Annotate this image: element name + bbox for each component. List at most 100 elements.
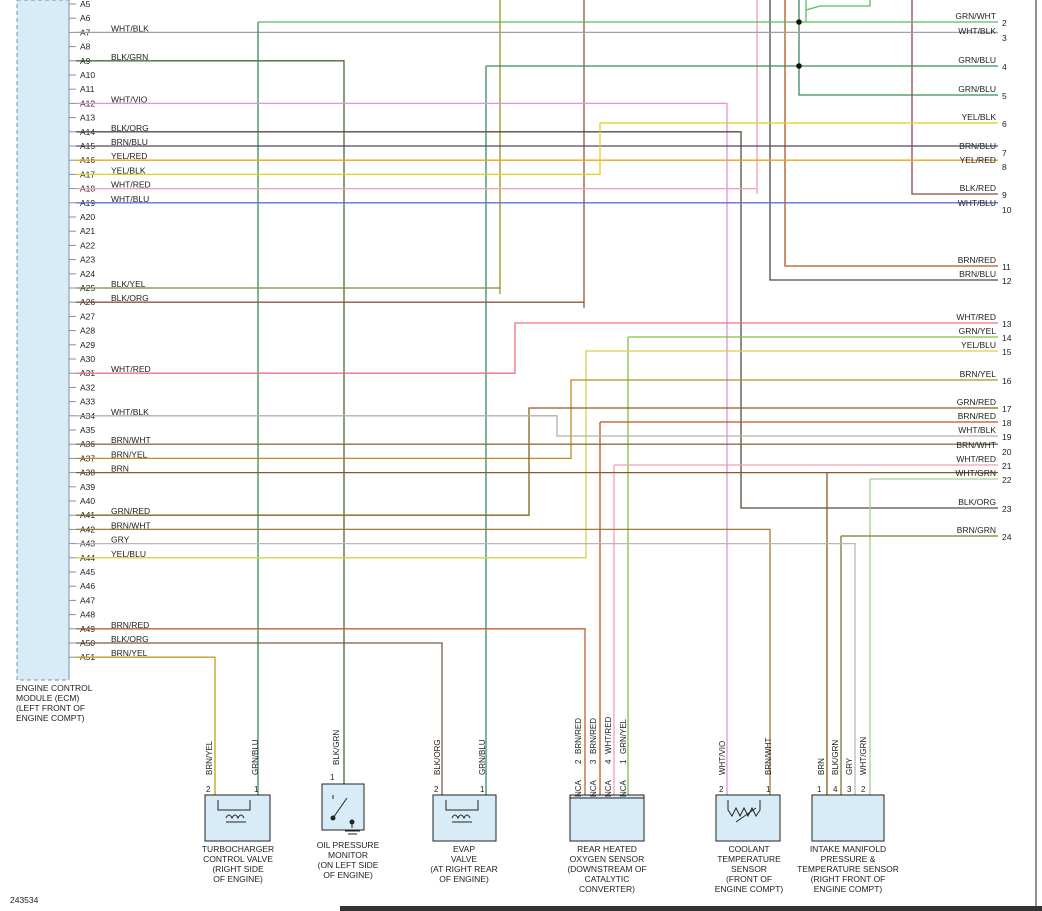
right-terminal-number: 3: [1002, 33, 1007, 43]
ecm-pin-number: A48: [80, 610, 95, 620]
ecm-pin-number: A5: [80, 0, 91, 9]
coolant-caption-5: ENGINE COMPT): [715, 884, 784, 894]
right-terminal-number: 16: [1002, 376, 1012, 386]
wire-a43-gry: [76, 542, 856, 795]
ecm-pin-wire-label: WHT/RED: [111, 180, 151, 190]
o2-sensor-box: [569, 794, 645, 842]
evap-caption-2: VALVE: [451, 854, 477, 864]
right-terminal-number: 12: [1002, 276, 1012, 286]
map-wire-label-3: GRY: [845, 757, 854, 775]
right-terminal-number: 21: [1002, 461, 1012, 471]
wire-a50-blk-org: [76, 642, 443, 795]
right-terminal-wire-label: WHT/BLK: [958, 26, 996, 36]
right-terminal-wire-label: BRN/BLU: [959, 269, 996, 279]
splice-dot: [796, 63, 802, 69]
right-terminal-wire-label: WHT/BLU: [958, 198, 996, 208]
ecm-pin-number: A35: [80, 425, 95, 435]
turbo-caption-1: TURBOCHARGER: [202, 844, 274, 854]
map-wire-label-2: WHT/GRN: [859, 737, 868, 775]
ecm-pin-number: A46: [80, 581, 95, 591]
right-terminal-wire-label: YEL/BLU: [961, 340, 996, 350]
o2-wire-label-1: GRN/YEL: [619, 718, 628, 754]
wire-a42-brn-wht: [76, 528, 771, 795]
right-terminal-number: 14: [1002, 333, 1012, 343]
o2-caption-2: OXYGEN SENSOR: [570, 854, 645, 864]
ecm-caption-line-2: MODULE (ECM): [16, 693, 79, 703]
right-terminal-wire-label: WHT/GRN: [955, 468, 996, 478]
map-caption-5: ENGINE COMPT): [814, 884, 883, 894]
turbo-pin-1: 1: [254, 785, 259, 794]
ecm-pin-wire-label: WHT/BLK: [111, 23, 149, 33]
turbo-caption-2: CONTROL VALVE: [203, 854, 273, 864]
right-terminal-number: 19: [1002, 432, 1012, 442]
right-terminal-number: 11: [1002, 262, 1011, 272]
splice-dot: [796, 19, 802, 25]
o2-caption-1: REAR HEATED: [577, 844, 637, 854]
right-terminal-list: 2GRN/WHT3WHT/BLK4GRN/BLU5GRN/BLU6YEL/BLK…: [955, 11, 1011, 542]
right-terminal-wire-label: BRN/GRN: [957, 525, 996, 535]
wire-a49-brn-red: [76, 628, 586, 795]
coolant-caption-3: SENSOR: [731, 864, 767, 874]
right-terminal-wire-label: BRN/RED: [958, 255, 996, 265]
evap-valve: 2 1 BLK/ORG GRN/BLU EVAP VALVE (AT RIGHT…: [430, 739, 498, 884]
right-terminal-number: 7: [1002, 148, 1007, 158]
map-caption-1: INTAKE MANIFOLD: [810, 844, 886, 854]
oil-caption-3: (ON LEFT SIDE: [318, 860, 379, 870]
oil-caption-2: MONITOR: [328, 850, 368, 860]
rear-heated-oxygen-sensor: NCA NCA NCA NCA 2 3 4 1 BRN/RED BRN/RED …: [567, 716, 646, 894]
ecm-pin-wire-label: BRN/YEL: [111, 648, 148, 658]
wire-a37-brn-yel: [76, 379, 998, 460]
wire-grn-blu-5: [798, 0, 998, 96]
ecm-pin-wire-label: YEL/RED: [111, 151, 147, 161]
ecm-caption-line-3: (LEFT FRONT OF: [16, 703, 85, 713]
right-terminal-wire-label: BLK/ORG: [958, 497, 996, 507]
right-terminal-wire-label: YEL/BLK: [962, 112, 997, 122]
bottom-rule: [340, 906, 1042, 911]
oil-pressure-monitor: 1 BLK/GRN OIL PRESSURE MONITOR (ON LEFT …: [317, 730, 380, 880]
solenoid-coil-icon: [445, 800, 479, 820]
ecm-pin-wire-label: WHT/BLK: [111, 407, 149, 417]
o2-pin-1: 1: [619, 759, 628, 764]
turbocharger-control-valve: 2 1 BRN/YEL GRN/BLU TURBOCHARGER CONTROL…: [202, 739, 274, 884]
ecm-pin-number: A29: [80, 340, 95, 350]
o2-nca-1: NCA: [574, 779, 583, 797]
right-terminal-wire-label: GRN/YEL: [959, 326, 997, 336]
right-terminal-number: 4: [1002, 62, 1007, 72]
evap-caption-1: EVAP: [453, 844, 475, 854]
ecm-pin-wire-label: GRY: [111, 535, 130, 545]
ecm-pin-number: A6: [80, 13, 91, 23]
ecm-pin-number: A11: [80, 84, 95, 94]
right-terminal-number: 17: [1002, 404, 1012, 414]
ecm-pin-wire-label: WHT/VIO: [111, 94, 148, 104]
ecm-pin-wire-label: YEL/BLK: [111, 165, 146, 175]
ecm-pin-number: A39: [80, 482, 95, 492]
oil-caption-4: OF ENGINE): [323, 870, 373, 880]
right-terminal-number: 10: [1002, 205, 1012, 215]
ecm-pin-number: A22: [80, 240, 95, 250]
o2-pin-3: 3: [589, 759, 598, 764]
ecm-pin-wire-label: BRN: [111, 464, 129, 474]
ecm-pin-wire-label: BRN/WHT: [111, 435, 151, 445]
turbo-pin-2: 2: [206, 785, 211, 794]
right-terminal-number: 20: [1002, 447, 1012, 457]
ecm-pin-number: A20: [80, 212, 95, 222]
ecm-pin-number: A28: [80, 326, 95, 336]
right-terminal-wire-label: GRN/BLU: [958, 55, 996, 65]
ecm-pin-number: A8: [80, 42, 91, 52]
right-terminal-number: 5: [1002, 91, 1007, 101]
wire-a51-brn-yel: [76, 656, 216, 795]
oil-pressure-box: [321, 783, 365, 831]
map-wire-label-1: BRN: [817, 758, 826, 775]
ecm-caption-line-1: ENGINE CONTROL: [16, 683, 93, 693]
coolant-caption-4: (FRONT OF: [726, 874, 772, 884]
map-caption-4: (RIGHT FRONT OF: [811, 874, 886, 884]
ecm-pin-wire-label: BRN/RED: [111, 620, 149, 630]
wire-blk-red-9: [911, 0, 998, 195]
turbo-wire-label-2: BRN/YEL: [205, 740, 214, 775]
right-terminal-wire-label: BRN/WHT: [956, 440, 996, 450]
wire-brn-red-11: [784, 0, 998, 267]
coolant-caption-2: TEMPERATURE: [717, 854, 781, 864]
right-terminal-wire-label: GRN/BLU: [958, 84, 996, 94]
right-terminal-wire-label: YEL/RED: [960, 155, 996, 165]
right-terminal-number: 9: [1002, 190, 1007, 200]
